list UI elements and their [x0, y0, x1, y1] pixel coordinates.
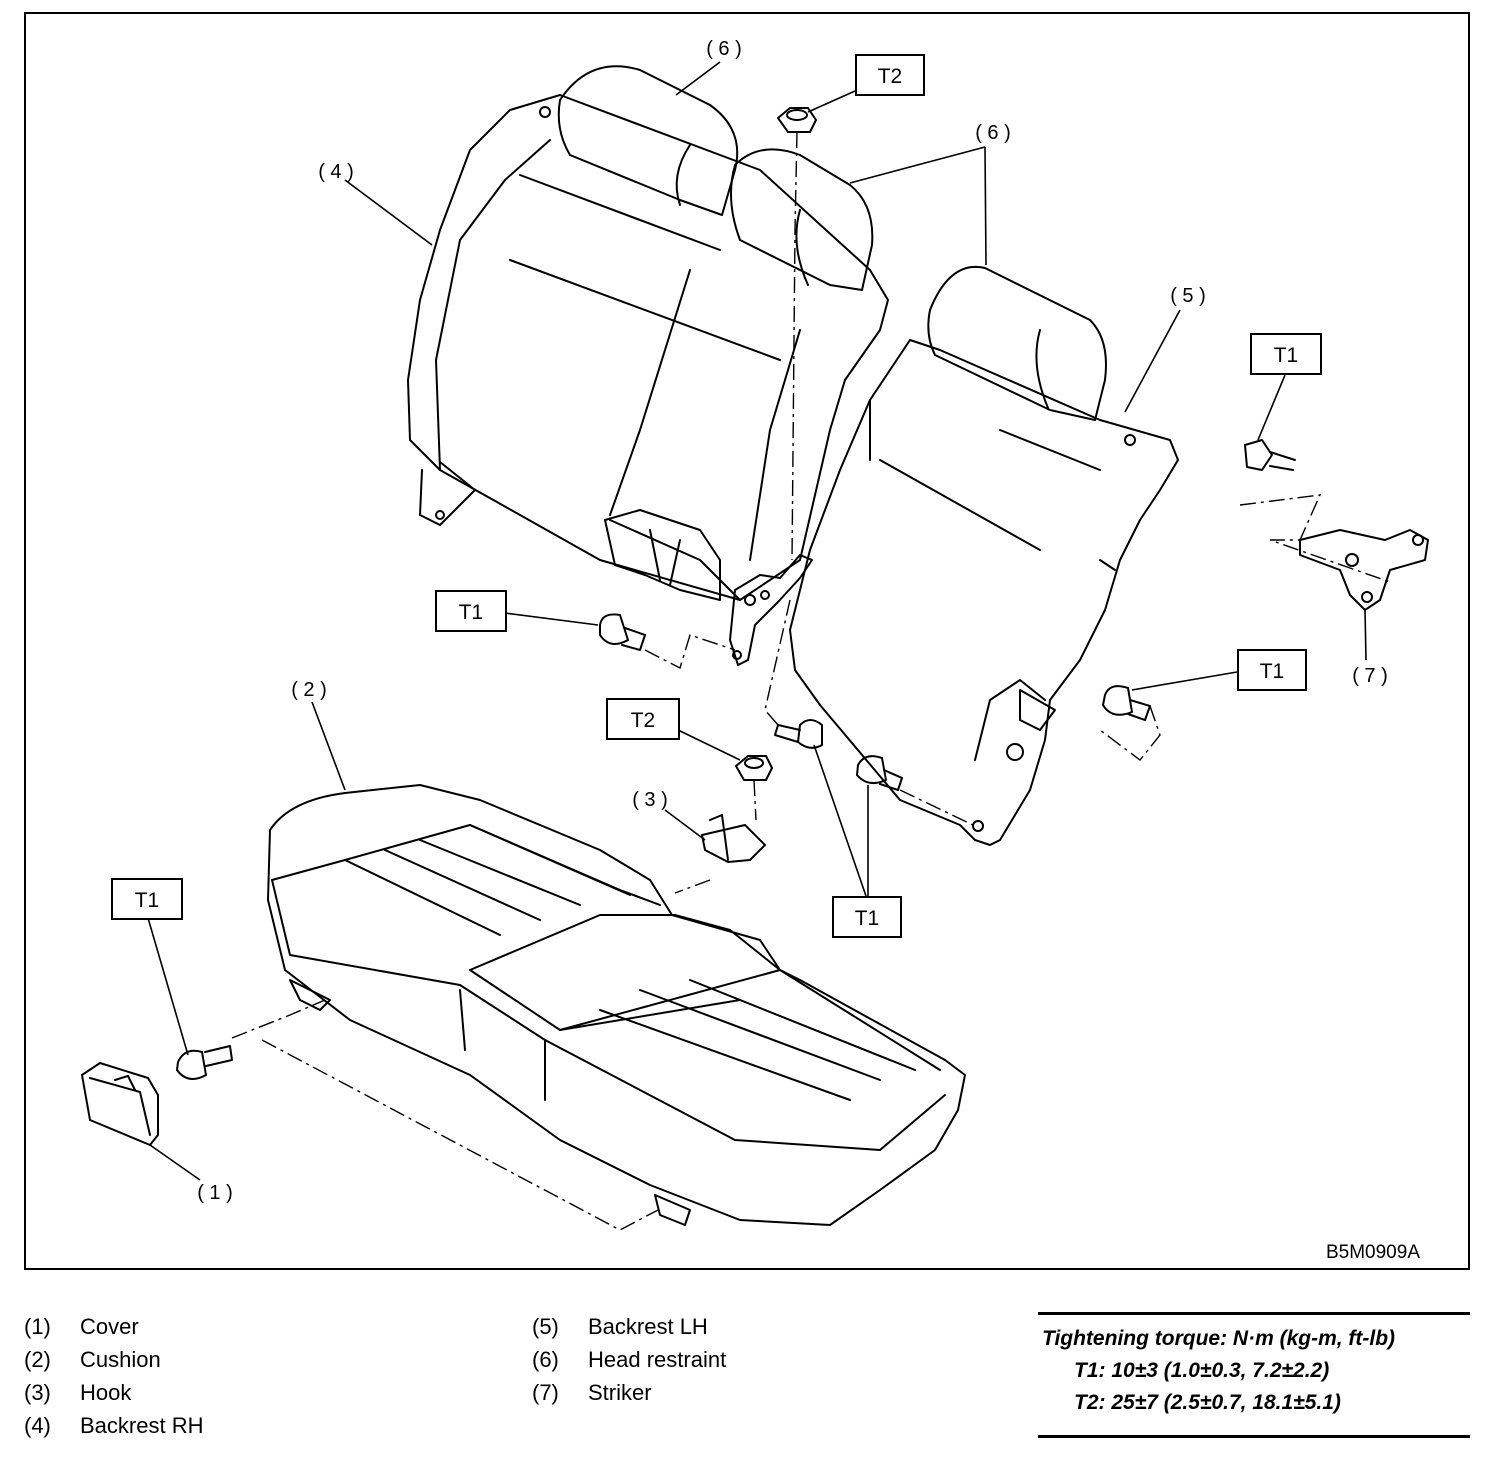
- exploded-view-diagram: T2 T1 T1 T1 T2 T1 T1 ( 6 ) ( 6 ) ( 4 ) (…: [81, 38, 1429, 1263]
- torque-tag-box: [832, 896, 902, 938]
- diagram-frame: [24, 12, 1470, 1270]
- head-restraint-center: [730, 148, 874, 291]
- torque-tag-t1-right: T1: [1260, 660, 1285, 683]
- figure-code: B5M0909A: [1326, 1242, 1420, 1263]
- bolt-backrest-lh: [1102, 685, 1151, 721]
- legend-num: (2): [24, 1347, 51, 1372]
- torque-tag-t2-top: T2: [878, 65, 903, 88]
- legend-left: (1) Cover (2) Cushion (3) Hook (4) Backrest …: [24, 1310, 203, 1442]
- legend-num: (1): [24, 1314, 51, 1339]
- bolt-backrest-rh: [599, 613, 646, 651]
- nut-top: [777, 107, 817, 133]
- callout-6-right: ( 6 ): [975, 122, 1011, 144]
- torque-tag-box: [855, 54, 925, 96]
- torque-tag-box: [1250, 333, 1322, 375]
- legend-name: Striker: [588, 1380, 652, 1405]
- legend-item: (7) Striker: [532, 1376, 726, 1409]
- head-restraint-right: [927, 265, 1107, 421]
- hinge-bracket: [729, 554, 813, 666]
- legend-item: (5) Backrest LH: [532, 1310, 726, 1343]
- legend-item: (2) Cushion: [24, 1343, 203, 1376]
- legend-item: (6) Head restraint: [532, 1343, 726, 1376]
- fasteners: [176, 107, 1296, 1080]
- torque-t1: T1: 10±3 (1.0±0.3, 7.2±2.2): [1074, 1359, 1330, 1382]
- callout-6-top: ( 6 ): [706, 38, 742, 60]
- backrest-rh: [407, 94, 889, 601]
- legend-name: Backrest LH: [588, 1314, 708, 1339]
- striker-part: [1299, 529, 1429, 611]
- callout-7: ( 7 ): [1352, 665, 1388, 687]
- hook-part: [701, 814, 766, 863]
- legend-num: (4): [24, 1413, 51, 1438]
- cover-part: [81, 1062, 159, 1146]
- torque-tag-box: [435, 590, 507, 632]
- torque-tag-t2-mid: T2: [631, 709, 656, 732]
- head-restraint-left: [557, 65, 739, 216]
- legend-num: (5): [532, 1314, 559, 1339]
- seat-cushion: [267, 784, 966, 1226]
- bolt-center-b: [856, 755, 903, 791]
- nut-mid: [735, 755, 773, 781]
- legend-item: (3) Hook: [24, 1376, 203, 1409]
- torque-spec-box: Tightening torque: N·m (kg-m, ft-lb) T1:…: [1038, 1312, 1470, 1438]
- legend-right: (5) Backrest LH (6) Head restraint (7) Stri…: [532, 1310, 726, 1409]
- legend-name: Cushion: [80, 1347, 161, 1372]
- torque-tag-box: [1237, 649, 1307, 691]
- torque-tag-box: [606, 698, 680, 740]
- legend-name: Hook: [80, 1380, 132, 1405]
- torque-tag-box: [111, 878, 183, 920]
- legend-item: (1) Cover: [24, 1310, 203, 1343]
- legend-item: (4) Backrest RH: [24, 1409, 203, 1442]
- callout-5: ( 5 ): [1170, 285, 1206, 307]
- bolt-center-a: [774, 719, 823, 749]
- callout-3: ( 3 ): [632, 789, 668, 811]
- callout-1: ( 1 ): [197, 1182, 233, 1204]
- callout-2: ( 2 ): [291, 679, 327, 701]
- torque-tag-t1-mid: T1: [459, 601, 484, 624]
- bolt-cushion: [176, 1045, 233, 1080]
- torque-tag-t1-striker: T1: [1274, 344, 1299, 367]
- bolt-striker: [1244, 439, 1296, 471]
- legend-num: (3): [24, 1380, 51, 1405]
- torque-t2: T2: 25±7 (2.5±0.7, 18.1±5.1): [1074, 1391, 1341, 1414]
- legend-name: Head restraint: [588, 1347, 727, 1372]
- backrest-lh: [789, 339, 1179, 846]
- legend-num: (7): [532, 1380, 559, 1405]
- legend-name: Backrest RH: [80, 1413, 204, 1438]
- torque-tag-t1-bottom: T1: [855, 907, 880, 930]
- legend-num: (6): [532, 1347, 559, 1372]
- legend-name: Cover: [80, 1314, 139, 1339]
- callout-4: ( 4 ): [318, 161, 354, 183]
- torque-tag-t1-left: T1: [135, 889, 160, 912]
- torque-title: Tightening torque: N·m (kg-m, ft-lb): [1042, 1327, 1396, 1350]
